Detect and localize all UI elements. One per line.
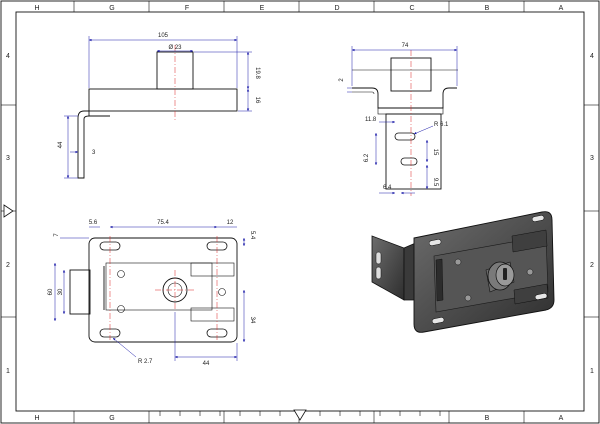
fold-marker-bottom-icon — [293, 409, 307, 421]
dim-16: 16 — [254, 97, 260, 104]
zone-col-top-f: F — [185, 5, 189, 12]
dim-44: 44 — [58, 141, 64, 148]
dim-11-8: 11.8 — [365, 117, 377, 123]
side-view: 74 2 11.8 R 6.1 6.2 15 6.4 9.5 — [339, 43, 458, 196]
zone-col-top-b: B — [485, 5, 490, 12]
dim-30: 30 — [58, 288, 64, 295]
bottom-scale — [159, 411, 441, 416]
zone-row-right-1: 1 — [590, 368, 594, 375]
zone-col-bottom-a: A — [559, 415, 564, 422]
zone-col-bottom-g: G — [109, 415, 114, 422]
zone-row-right-3: 3 — [590, 155, 594, 162]
dim-15: 15 — [432, 149, 438, 156]
zone-col-top-a: A — [559, 5, 564, 12]
dim-3: 3 — [92, 150, 96, 156]
fold-marker-left-icon — [3, 204, 14, 218]
zone-col-bottom-b: B — [485, 415, 490, 422]
dim-6-2: 6.2 — [364, 153, 370, 162]
zone-col-top-g: G — [109, 5, 114, 12]
zone-labels: H G F E D C B A H G B A 4 3 2 1 4 3 2 1 — [6, 5, 594, 422]
zone-col-top-d: D — [334, 5, 339, 12]
dim-5-6: 5.6 — [89, 220, 98, 226]
dim-r-6-1: R 6.1 — [434, 122, 449, 128]
dim-44: 44 — [203, 361, 210, 367]
zone-col-top-h: H — [34, 5, 39, 12]
zone-row-right-4: 4 — [590, 53, 594, 60]
zone-col-top-c: C — [409, 5, 414, 12]
dim-9-5: 9.5 — [432, 178, 438, 187]
zone-col-bottom-h: H — [34, 415, 39, 422]
zone-col-top-e: E — [260, 5, 265, 12]
dim-60: 60 — [48, 288, 54, 295]
dim-5-4: 5.4 — [249, 231, 255, 240]
dim-r-2-7: R 2.7 — [138, 359, 153, 365]
dim-7: 7 — [54, 233, 60, 237]
dim-74: 74 — [402, 43, 409, 49]
dim-dia-23: Ø 23 — [168, 45, 182, 51]
isometric-view — [371, 211, 555, 333]
dim-2: 2 — [339, 78, 345, 82]
dim-75-4: 75.4 — [157, 220, 169, 226]
dim-12: 12 — [227, 220, 234, 226]
front-view: 105 Ø 23 19.8 16 44 3 — [58, 33, 260, 179]
zone-row-left-4: 4 — [6, 53, 10, 60]
dim-19-8: 19.8 — [254, 67, 260, 79]
dim-34: 34 — [249, 317, 255, 324]
zone-row-right-2: 2 — [590, 262, 594, 269]
dim-105: 105 — [158, 33, 169, 39]
zone-row-left-2: 2 — [6, 262, 10, 269]
top-view: 75.4 5.6 12 7 5.4 60 30 34 44 R 2.7 — [48, 220, 255, 367]
zone-row-left-3: 3 — [6, 155, 10, 162]
dim-6-4: 6.4 — [383, 185, 392, 191]
zone-row-left-1: 1 — [6, 368, 10, 375]
